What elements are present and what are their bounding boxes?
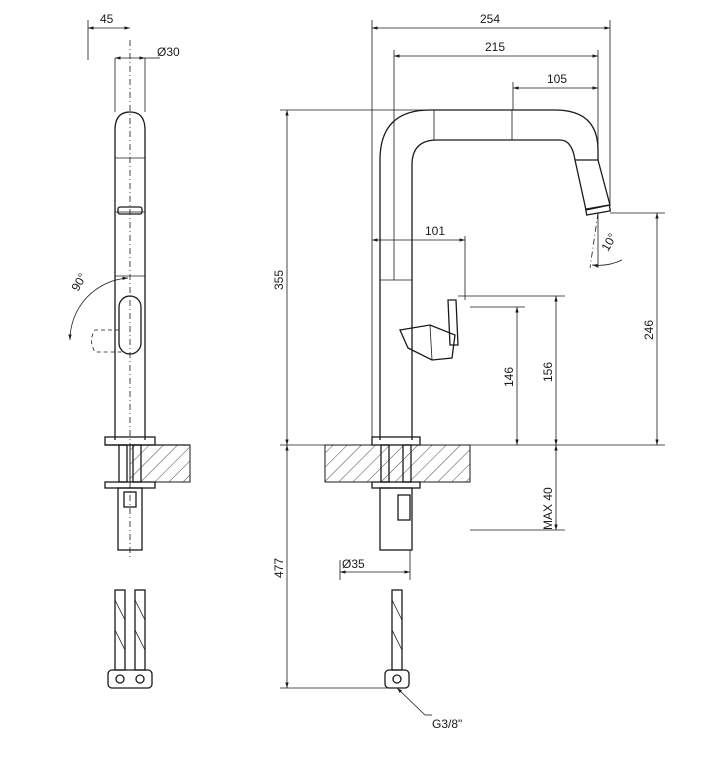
nozzle-reach-label: 105 xyxy=(547,72,567,86)
lever-reach-label: 101 xyxy=(425,224,445,238)
lever xyxy=(399,299,459,361)
total-reach-label: 254 xyxy=(480,12,500,26)
spout-reach-label: 215 xyxy=(485,40,505,54)
side-hoses xyxy=(107,589,153,689)
max-deck-label: MAX 40 xyxy=(541,487,555,530)
width-label: 45 xyxy=(100,12,114,26)
rotation-label: 90° xyxy=(68,271,89,294)
spout-height-label: 246 xyxy=(642,320,656,340)
lever-height-label: 146 xyxy=(502,367,516,387)
diameter-label: Ø30 xyxy=(157,45,180,59)
connection-label: G3/8" xyxy=(432,717,462,731)
hole-diameter-label: Ø35 xyxy=(342,557,365,571)
side-view: 90° 45 Ø30 xyxy=(68,12,191,689)
nozzle-angle-label: 10° xyxy=(598,231,619,254)
hose-length-label: 477 xyxy=(272,558,286,578)
total-height-label: 355 xyxy=(272,270,286,290)
lever-top-label: 156 xyxy=(541,362,555,382)
front-view: 10° G3/8" xyxy=(272,12,665,731)
